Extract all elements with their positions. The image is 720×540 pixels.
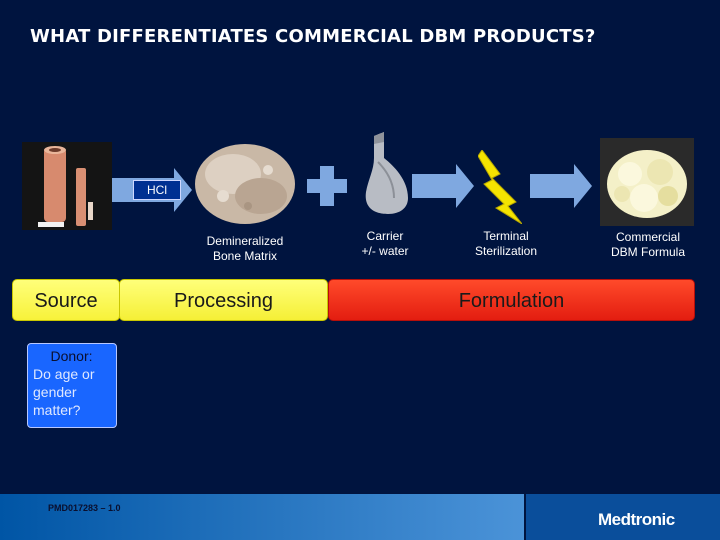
donor-callout: Donor: Do age or gender matter? [27,343,117,428]
hcl-label: HCl [133,180,181,200]
formulation-stage: Formulation [328,279,695,321]
donor-line: Do age or [33,366,95,382]
footer-brand-band [526,494,720,540]
processing-stage: Processing [119,279,328,321]
document-code: PMD017283 – 1.0 [48,503,121,513]
dbm-formula-image [600,138,694,226]
plus-icon [307,166,347,206]
arrow-right-icon [530,164,592,208]
lightning-bolt-icon [477,149,523,225]
arrow-right-icon [412,164,474,208]
sterilization-caption: Terminal Sterilization [474,229,538,258]
footer-band [0,494,524,540]
carrier-tube-image [360,132,410,214]
brand-logo: Medtronic [598,510,675,529]
source-stage: Source [12,279,120,321]
donor-line: matter? [33,402,81,418]
formula-caption: Commercial DBM Formula [610,230,685,259]
bone-cylinder-image [22,142,112,230]
powder-image [193,140,297,226]
matrix-caption: Demineralized Bone Matrix [206,234,284,263]
slide-title: WHAT DIFFERENTIATES COMMERCIAL DBM PRODU… [30,26,596,47]
donor-title: Donor: [50,348,93,364]
carrier-caption: Carrier +/- water [361,229,409,258]
donor-line: gender [33,384,77,400]
